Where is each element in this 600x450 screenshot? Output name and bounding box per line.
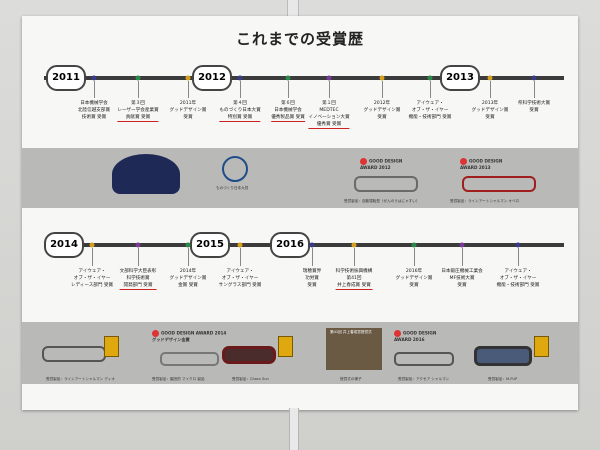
- t1-connector-7: [430, 81, 431, 98]
- caption-mfup-product: 受賞製品：M-FUP: [488, 377, 518, 381]
- t2-node-8: [515, 242, 521, 248]
- year-badge-2015: 2015: [190, 232, 230, 258]
- t2-node-3: [237, 242, 243, 248]
- t1-connector-8: [490, 81, 491, 98]
- t2-award-6: 2016年 グッドデザイン賞 受賞: [395, 269, 433, 288]
- t1-connector-6: [382, 81, 383, 98]
- t1-connector-4: [288, 81, 289, 98]
- t2-node-5: [351, 242, 357, 248]
- gd-award-2013: GOOD DESIGN AWARD 2013: [460, 158, 503, 170]
- t1-node-2: [185, 75, 191, 81]
- eyewear-award-plaque-1: [104, 336, 119, 357]
- t2-node-7: [459, 242, 465, 248]
- t1-connector-2: [188, 81, 189, 98]
- t2-connector-3: [240, 248, 241, 266]
- glasses-2012: [354, 176, 418, 192]
- t1-node-6: [379, 75, 385, 81]
- glasses-mfup: [474, 346, 532, 366]
- t2-connector-0: [92, 248, 93, 266]
- t2-connector-8: [518, 248, 519, 266]
- t1-node-3: [237, 75, 243, 81]
- t1-award-4: 第６回 日本機械学会 優秀製品賞 受賞: [271, 101, 305, 122]
- t2-connector-6: [414, 248, 415, 266]
- year-badge-2011: 2011: [46, 65, 86, 91]
- t1-node-0: [91, 75, 97, 81]
- t2-award-5: 科学技術振興機構 第41回 井上春成賞 受賞: [335, 269, 373, 290]
- caption-2014-product: 受賞製品：ラインアートシャルマン ディオ: [46, 377, 115, 381]
- t2-node-1: [135, 242, 141, 248]
- caption-2015-product: 受賞製品：Chocs Sun: [232, 377, 269, 381]
- award-history-board: これまでの受賞歴 2011 2012 2013 日本機械学会 北陸信越支部賞 技…: [22, 16, 578, 410]
- t2-award-4: 瑞穂賞界 功労賞 受賞: [302, 269, 322, 288]
- eyewear-award-plaque-3: [534, 336, 549, 357]
- t2-node-4: [309, 242, 315, 248]
- t2-node-0: [89, 242, 95, 248]
- gd-award-2012: GOOD DESIGN AWARD 2012: [360, 158, 403, 170]
- t1-connector-5: [329, 81, 330, 98]
- t2-node-2: [185, 242, 191, 248]
- t1-connector-0: [94, 81, 95, 98]
- t1-award-9: 県科学技術大賞 受賞: [517, 101, 551, 113]
- t1-award-6: 2012年 グッドデザイン賞 受賞: [363, 101, 401, 120]
- year-badge-2014: 2014: [44, 232, 84, 258]
- t1-node-5: [326, 75, 332, 81]
- board-title: これまでの受賞歴: [235, 30, 364, 48]
- t1-node-7: [427, 75, 433, 81]
- glasses-2014-ladies: [42, 346, 106, 362]
- t1-node-4: [285, 75, 291, 81]
- caption-ceremony: 授賞式の様子: [340, 377, 362, 381]
- t1-award-0: 日本機械学会 北陸信越支部賞 技術賞 受賞: [77, 101, 111, 120]
- t1-award-5: 第１回 MEDTEC イノベーション大賞 優秀賞 受賞: [308, 101, 350, 129]
- t1-award-2: 2011年 グッドデザイン賞 受賞: [169, 101, 207, 120]
- glasses-2013: [462, 176, 536, 192]
- timeline-1-line: [44, 76, 564, 80]
- t2-connector-1: [138, 248, 139, 266]
- year-badge-2012: 2012: [192, 65, 232, 91]
- stand-pole-bottom: [289, 408, 299, 450]
- year-badge-2013: 2013: [440, 65, 480, 91]
- t1-award-3: 第４回 ものづくり日本大賞 特別賞 受賞: [219, 101, 261, 122]
- t1-award-1: 第３回 レーザー学会産業賞 貢献賞 受賞: [117, 101, 159, 122]
- t2-award-2: 2014年 グッドデザイン賞 金賞 受賞: [169, 269, 207, 288]
- t2-award-1: 文部科学大臣表彰 科学技術賞 開発部門 受賞: [119, 269, 157, 290]
- t1-node-1: [135, 75, 141, 81]
- caption-2012-product: 受賞製品：自動運転型（ぜんのうはにゃすい）: [344, 199, 420, 203]
- monodzukuri-logo: [222, 156, 248, 182]
- t1-award-7: アイウェア・ オブ・ザ・イヤー 機能・技術部門 受賞: [408, 101, 452, 120]
- caption-2013-product: 受賞製品：ラインアートシャルマン オベロ: [450, 199, 520, 203]
- t2-award-0: アイウェア・ オブ・ザ・イヤー レディース部門 受賞: [70, 269, 114, 288]
- t2-award-3: アイウェア・ オブ・ザ・イヤー サングラス部門 受賞: [218, 269, 262, 288]
- glasses-2016: [394, 352, 454, 366]
- glasses-2014-gold: [160, 352, 219, 366]
- t2-connector-4: [312, 248, 313, 266]
- eyewear-award-plaque-2: [278, 336, 293, 357]
- t1-connector-9: [534, 81, 535, 98]
- t1-connector-3: [240, 81, 241, 98]
- gd-award-2016: GOOD DESIGN AWARD 2016: [394, 330, 437, 342]
- t2-connector-2: [188, 248, 189, 266]
- inoue-ceremony-sign: 第41回 井上春成賞授賞式: [330, 330, 372, 334]
- sunglasses-2015: [222, 346, 276, 364]
- inoue-ceremony-photo: [326, 328, 382, 370]
- t2-award-7: 日本鍛圧機械工業会 MF技術大賞 受賞: [441, 269, 483, 288]
- t2-award-8: アイウェア・ オブ・ザ・イヤー 機能・技術部門 受賞: [496, 269, 540, 288]
- stand-pole-top: [287, 0, 299, 20]
- caption-2016-product: 受賞製品：アクセア シャルマン: [398, 377, 450, 381]
- t1-award-8: 2013年 グッドデザイン賞 受賞: [471, 101, 509, 120]
- year-badge-2016: 2016: [270, 232, 310, 258]
- t1-node-9: [531, 75, 537, 81]
- caption-2014-gold-product: 受賞製品：脇田的 マイクロ 製品: [152, 377, 205, 381]
- t2-connector-7: [462, 248, 463, 266]
- gd-award-2014: GOOD DESIGN AWARD 2014 グッドデザイン金賞: [152, 330, 227, 342]
- t1-node-8: [487, 75, 493, 81]
- laser-award-badge: [112, 154, 180, 194]
- t1-connector-1: [138, 81, 139, 98]
- t2-node-6: [411, 242, 417, 248]
- monodzukuri-label: ものづくり日本大賞: [216, 186, 249, 190]
- t2-connector-5: [354, 248, 355, 266]
